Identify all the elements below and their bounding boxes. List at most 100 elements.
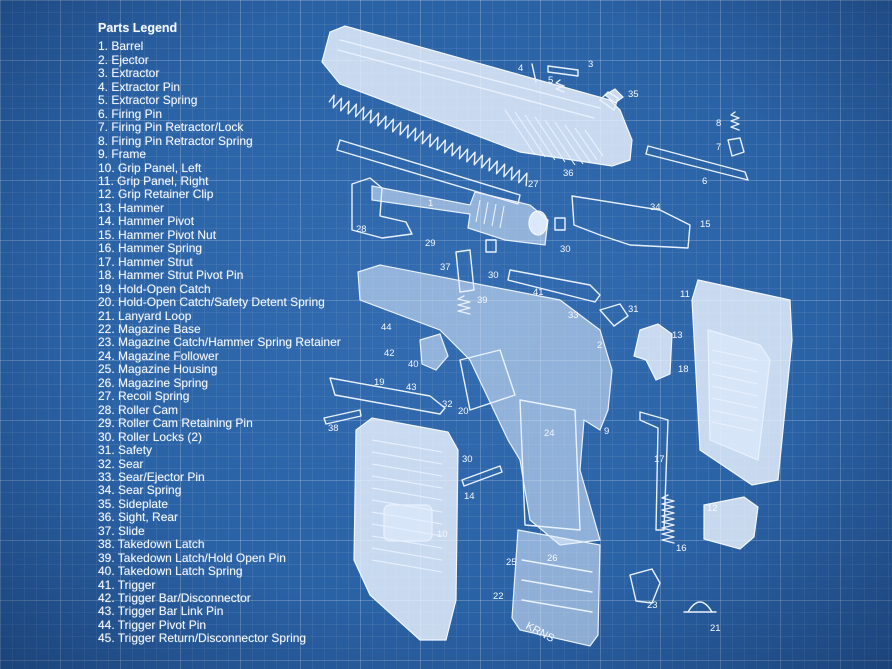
legend-item: 33. Sear/Ejector Pin [98,469,205,484]
callout-17: 17 [654,454,665,465]
legend-item: 20. Hold-Open Catch/Safety Detent Spring [98,295,325,310]
callout-26: 26 [547,553,558,564]
barrel-part [371,185,549,246]
legend-item: 18. Hammer Strut Pivot Pin [98,268,244,283]
callout-21: 21 [710,623,721,634]
callout-6: 6 [702,176,707,187]
callout-44: 43 [406,382,417,393]
callout-36: 35 [628,89,639,100]
part-callouts: 4 3 5 35 8 7 6 27 36 1 28 29 34 15 30 30… [328,59,721,634]
callout-14: 14 [464,491,475,502]
legend-item: 39. Takedown Latch/Hold Open Pin [98,550,286,565]
callout-12: 12 [707,503,718,514]
callout-2: 2 [597,340,602,351]
hammer-pivot-part [461,465,503,487]
legend-item: 1. Barrel [98,39,144,54]
legend-item: 9. Frame [98,147,147,162]
callout-39: 38 [328,423,339,434]
legend-item: 14. Hammer Pivot [98,214,195,229]
takedown-latch-pin-part [323,409,362,425]
recoil-spring-part [328,94,528,187]
legend-item: 13. Hammer [98,200,165,215]
firing-pin-part [645,145,749,181]
slide-part [321,25,633,167]
legend-item: 6. Firing Pin [98,106,163,121]
callout-3: 3 [588,59,593,70]
legend-item: 24. Magazine Follower [98,348,219,363]
legend-item: 45. Trigger Return/Disconnector Spring [98,631,307,646]
magazine-catch-part [629,568,661,604]
callout-1: 1 [428,198,433,209]
parts-legend-title: Parts Legend [98,21,178,35]
legend-item: 42. Trigger Bar/Disconnector [98,591,251,606]
legend-item: 16. Hammer Spring [98,241,203,256]
frame-part [357,264,613,546]
callout-16: 16 [676,543,687,554]
firing-pin-retractor-spring-part [730,111,740,131]
legend-item: 26. Magazine Spring [98,375,209,390]
callout-9: 9 [604,426,609,437]
hold-open-catch-part [329,377,446,415]
callout-19: 19 [374,377,385,388]
callout-34: 33 [568,310,579,321]
legend-item: 23. Magazine Catch/Hammer Spring Retaine… [98,335,341,350]
roller-cam-part [351,177,413,239]
legend-item: 21. Lanyard Loop [98,308,192,323]
legend-item: 10. Grip Panel, Left [98,160,202,175]
grip-panel-right-part [691,279,793,486]
callout-18: 18 [678,364,689,375]
legend-item: 40. Takedown Latch Spring [98,564,243,579]
legend-item: 3. Extractor [98,66,160,81]
callout-40: 39 [477,295,488,306]
guide-rod-part [336,139,521,205]
legend-item: 12. Grip Retainer Clip [98,187,214,202]
legend-item: 28. Roller Cam [98,402,179,417]
legend-item: 19. Hold-Open Catch [98,281,211,296]
legend-item: 27. Recoil Spring [98,389,190,404]
legend-item: 7. Firing Pin Retractor/Lock [98,120,244,135]
callout-7: 7 [716,142,721,153]
sideplate-part [571,195,691,249]
callout-8: 8 [716,118,721,129]
hammer-spring-part [661,494,675,544]
legend-item: 30. Roller Locks (2) [98,429,203,444]
callout-31: 30 [462,454,473,465]
legend-item: 35. Sideplate [98,496,169,511]
rear-sight-part [603,88,624,104]
callout-35: 34 [650,202,661,213]
parts-legend: Parts Legend 1. Barrel 2. Ejector 3. Ext… [98,21,368,646]
extractor-part [547,65,579,77]
legend-item: 44. Trigger Pivot Pin [98,617,207,632]
legend-item: 8. Firing Pin Retractor Spring [98,133,253,148]
legend-item: 31. Safety [98,443,153,458]
callout-30a: 30 [560,244,571,255]
callout-30b: 30 [488,270,499,281]
callout-42: 41 [533,287,544,298]
legend-item: 38. Takedown Latch [98,537,205,552]
roller-locks-part [485,217,566,253]
callout-45: 44 [381,322,392,333]
legend-item: 2. Ejector [98,52,149,67]
callout-29: 29 [425,238,436,249]
grip-panel-left-part [353,417,459,641]
legend-item: 15. Hammer Pivot Nut [98,227,217,242]
magazine-housing-part: KRNS [511,529,601,647]
callout-33: 32 [442,399,453,410]
takedown-latch-part [455,249,475,293]
lanyard-loop-part [683,601,717,613]
legend-item: 11. Grip Panel, Right [98,173,209,188]
parts-legend-list: 1. Barrel 2. Ejector 3. Extractor 4. Ext… [98,39,368,646]
trigger-part [419,333,449,371]
callout-38: 37 [440,262,451,273]
extractor-spring-part [555,79,565,93]
callout-41: 40 [408,359,419,370]
extractor-pin-part [531,63,537,83]
hammer-part [633,323,673,381]
legend-item: 4. Extractor Pin [98,79,181,94]
grip-retainer-clip-part [703,496,759,550]
legend-item: 32. Sear [98,456,144,471]
callout-24: 24 [544,428,555,439]
callout-23: 23 [647,600,658,611]
